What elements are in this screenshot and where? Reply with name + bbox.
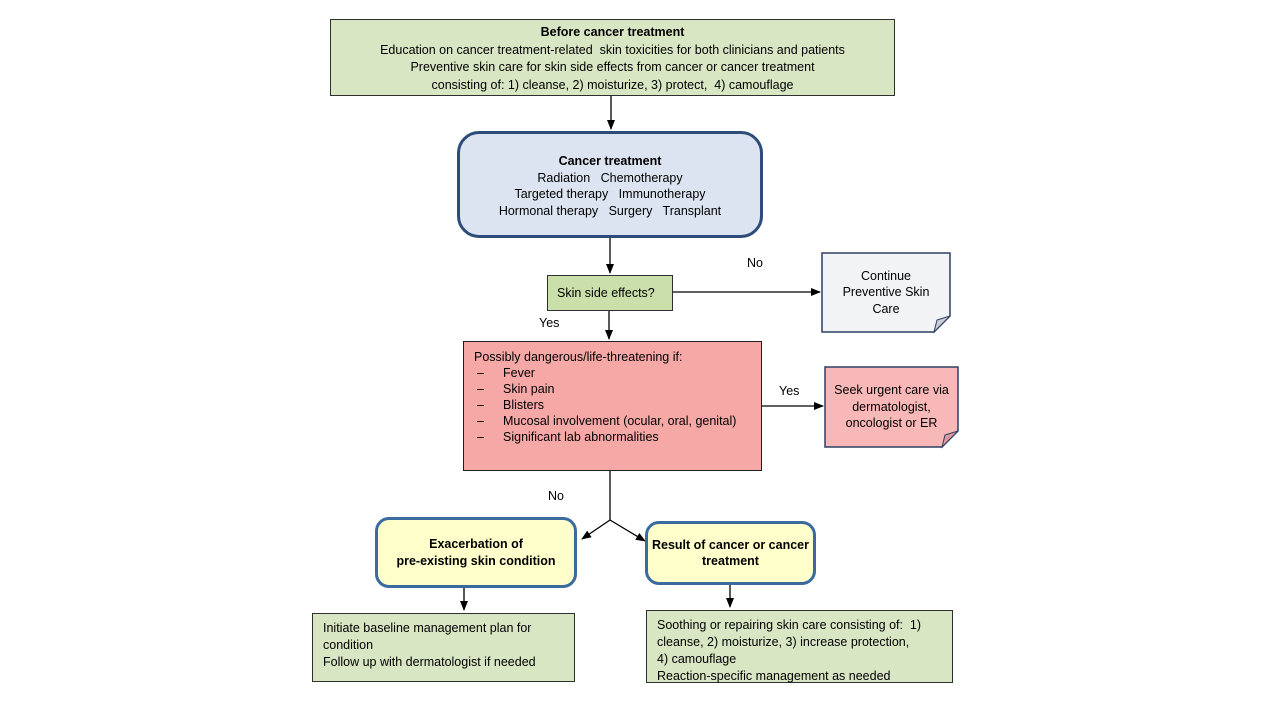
before-treatment-line: Preventive skin care for skin side effec… bbox=[410, 60, 815, 74]
danger-item-text: Mucosal involvement (ocular, oral, genit… bbox=[503, 414, 737, 428]
continue-care-note: Continue Preventive Skin Care bbox=[822, 253, 950, 332]
cancer-treatment-box: Cancer treatment Radiation Chemotherapy … bbox=[457, 131, 763, 238]
danger-item-text: Blisters bbox=[503, 398, 544, 412]
exacerbation-box: Exacerbation of pre-existing skin condit… bbox=[375, 517, 577, 588]
soothing-line: cleanse, 2) moisturize, 3) increase prot… bbox=[657, 635, 910, 649]
urgent-care-note: Seek urgent care via dermatologist, onco… bbox=[825, 367, 958, 447]
bullet-dash: – bbox=[477, 430, 484, 444]
arrow-branch-to-result bbox=[609, 519, 646, 542]
baseline-line: Follow up with dermatologist if needed bbox=[323, 655, 536, 669]
before-treatment-line: Education on cancer treatment-related sk… bbox=[380, 42, 845, 57]
result-line: Result of cancer or cancer bbox=[651, 537, 809, 552]
cancer-treatment-line: Radiation Chemotherapy bbox=[537, 170, 683, 185]
result-of-treatment-box: Result of cancer or cancer treatment bbox=[645, 521, 816, 585]
baseline-line: Initiate baseline management plan for bbox=[323, 621, 532, 635]
bullet-dash: – bbox=[477, 414, 484, 428]
edge-label-yes-dangerous: Yes bbox=[779, 384, 800, 398]
soothing-care-box: Soothing or repairing skin care consisti… bbox=[646, 610, 953, 683]
bullet-dash: – bbox=[477, 382, 484, 396]
danger-item: – Blisters bbox=[474, 397, 751, 413]
soothing-line: Reaction-specific management as needed bbox=[657, 669, 891, 683]
urgent-care-line: oncologist or ER bbox=[845, 416, 938, 431]
danger-title: Possibly dangerous/life-threatening if: bbox=[474, 350, 683, 364]
cancer-treatment-title: Cancer treatment bbox=[558, 154, 662, 168]
exacerbation-line: Exacerbation of bbox=[429, 537, 523, 551]
danger-item: – Significant lab abnormalities bbox=[474, 429, 751, 445]
danger-item-text: Significant lab abnormalities bbox=[503, 430, 659, 444]
baseline-plan-box: Initiate baseline management plan for co… bbox=[312, 613, 575, 682]
skin-side-effects-decision: Skin side effects? bbox=[547, 275, 673, 311]
urgent-care-line: Seek urgent care via bbox=[834, 383, 949, 398]
continue-care-line: Preventive Skin bbox=[842, 285, 930, 300]
before-treatment-line: consisting of: 1) cleanse, 2) moisturize… bbox=[431, 77, 794, 92]
urgent-care-note-shape bbox=[824, 366, 959, 449]
continue-care-line: Care bbox=[872, 301, 900, 316]
urgent-care-line: dermatologist, bbox=[852, 399, 931, 414]
baseline-line: condition bbox=[323, 638, 374, 652]
bullet-dash: – bbox=[477, 398, 484, 412]
before-treatment-box: Before cancer treatment Education on can… bbox=[330, 19, 895, 96]
continue-care-line: Continue bbox=[860, 268, 912, 283]
danger-item-text: Skin pain bbox=[503, 382, 555, 396]
edge-label-no-side-effects: No bbox=[747, 256, 763, 270]
danger-item: – Skin pain bbox=[474, 381, 751, 397]
continue-care-note-shape bbox=[821, 252, 951, 334]
soothing-line: 4) camouflage bbox=[657, 652, 737, 666]
bullet-dash: – bbox=[477, 366, 484, 380]
danger-item: – Fever bbox=[474, 365, 751, 381]
soothing-line: Soothing or repairing skin care consisti… bbox=[657, 618, 922, 632]
edge-label-no-dangerous: No bbox=[548, 489, 564, 503]
cancer-treatment-line: Targeted therapy Immunotherapy bbox=[514, 187, 706, 201]
before-treatment-title: Before cancer treatment bbox=[540, 25, 685, 39]
danger-item-text: Fever bbox=[503, 366, 535, 380]
danger-warning-box: Possibly dangerous/life-threatening if: … bbox=[463, 341, 762, 471]
cancer-treatment-line: Hormonal therapy Surgery Transplant bbox=[498, 203, 722, 218]
arrow-branch-to-exacerbation bbox=[581, 519, 611, 540]
danger-item: – Mucosal involvement (ocular, oral, gen… bbox=[474, 413, 751, 429]
exacerbation-line: pre-existing skin condition bbox=[396, 553, 556, 568]
skin-side-effects-label: Skin side effects? bbox=[557, 285, 655, 300]
result-line: treatment bbox=[702, 554, 759, 568]
edge-label-yes-side-effects: Yes bbox=[539, 316, 560, 330]
